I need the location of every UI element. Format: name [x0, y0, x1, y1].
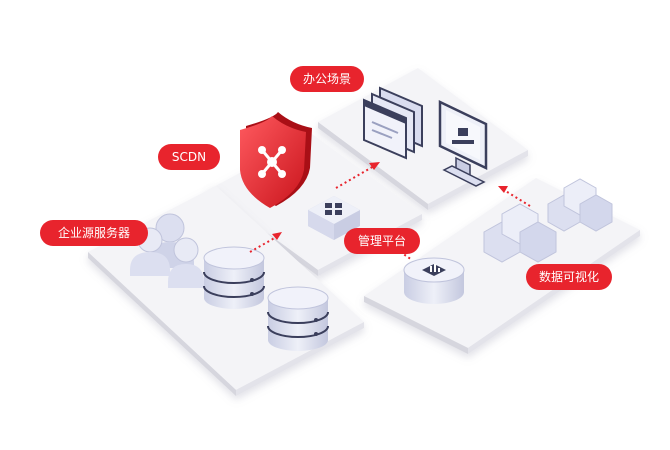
analytics-disk-icon: [403, 257, 465, 304]
label-scdn: SCDN: [158, 144, 220, 170]
label-visual-text: 数据可视化: [539, 269, 599, 284]
platform-device-icon: [308, 196, 360, 240]
label-scdn-text: SCDN: [172, 150, 206, 164]
hex-cluster-icon: [547, 178, 613, 232]
label-enterprise: 企业源服务器: [40, 220, 148, 246]
label-office: 办公场景: [290, 66, 364, 92]
arrow-platform-to-disk: [391, 245, 413, 261]
label-visual: 数据可视化: [526, 264, 612, 290]
arrow-head: [498, 186, 508, 193]
users-icon: [130, 213, 204, 288]
database-icon: [203, 246, 265, 309]
hex-cluster-icon: [483, 203, 557, 263]
arrow-head: [272, 232, 282, 240]
arrow-visual-to-office: [503, 189, 531, 207]
label-enterprise-text: 企业源服务器: [58, 225, 130, 240]
label-platform-text: 管理平台: [358, 233, 406, 248]
document-windows-icon: [363, 86, 423, 160]
label-office-text: 办公场景: [303, 71, 351, 86]
database-icon: [267, 286, 329, 351]
arrow-head: [369, 162, 380, 170]
monitor-icon: [438, 100, 488, 187]
arrow-enterprise-to-scdn: [249, 235, 279, 253]
shield-icon: [240, 112, 312, 208]
arrow-scdn-to-office: [335, 165, 375, 189]
label-platform: 管理平台: [344, 228, 420, 254]
